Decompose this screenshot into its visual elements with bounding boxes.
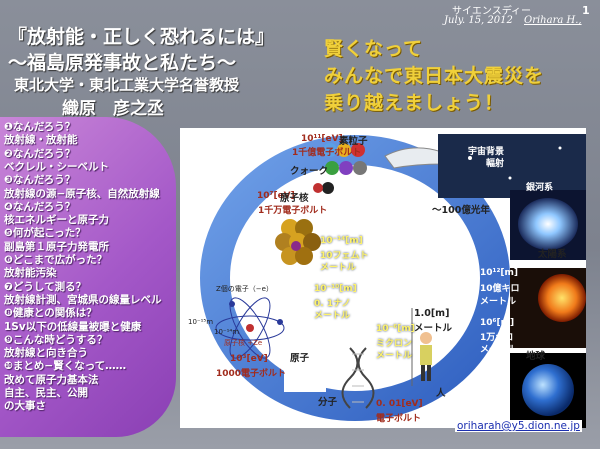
label-fm-unit: メートル — [320, 263, 357, 273]
label-side-exp: 10⁻¹⁵m — [188, 318, 214, 326]
label-radiation: 輻射 — [486, 159, 505, 169]
label-quark: クォーク — [290, 166, 329, 177]
outline-item: 放射線計測、宮城県の線量レベル — [4, 293, 162, 306]
label-atom: 原子 — [290, 353, 310, 364]
page-number: 1 — [582, 4, 590, 17]
outline-item: 1Sv以下の低線量被曝と健康 — [4, 320, 142, 333]
label-ev-3: 10³[eV] — [230, 354, 268, 364]
label-m-12-name: 10億キロ — [480, 284, 520, 294]
label-nuc-tag: 原子核 +Ze — [224, 339, 263, 347]
label-neutrino: ニュートリノ — [368, 185, 423, 195]
label-m-6: 10⁶[m] — [480, 318, 515, 328]
label-fm-exp: 10⁻¹⁴[m] — [320, 236, 363, 246]
label-galaxy: 銀河系 — [526, 183, 554, 193]
contact-email-link[interactable]: oriharah@y5.dion.ne.jp — [455, 420, 582, 432]
slogan-line1: 賢くなって — [324, 38, 424, 60]
label-earth: 地球 — [526, 351, 546, 362]
label-m-12: 10¹²[m] — [480, 268, 519, 278]
outline-item: 放射能汚染 — [4, 267, 57, 280]
author-short: Orihara H., — [524, 15, 582, 26]
label-ev-7: 10⁷[eV] — [257, 191, 295, 201]
label-sun: 太陽系 — [538, 249, 567, 260]
outline-item: 放射線・放射能 — [4, 134, 78, 147]
label-nm-unit: メートル — [314, 311, 351, 321]
author-name: 織原 彦之丞 — [62, 99, 164, 119]
label-ev-7-sub: 1千万電子ボルト — [258, 206, 328, 216]
outline-item: ❿まとめ−賢くなって…… — [4, 360, 127, 373]
event-name: サイエンスディー — [452, 6, 531, 17]
outline-item: ベクレル・シーベルト — [4, 160, 109, 173]
label-person: 人 — [436, 388, 446, 399]
label-ev-3-sub: 1000電子ボルト — [216, 369, 287, 379]
label-m-6-unit: メートル — [480, 345, 517, 355]
label-ev-002: 0. 01[eV] — [376, 399, 423, 409]
outline-item: ❾こんな時どうする？ — [4, 333, 108, 346]
label-nucleus: 原子核 — [280, 193, 309, 204]
outline-item: ❸なんだろう？ — [4, 174, 76, 187]
outline-item: 核エネルギーと原子力 — [4, 214, 109, 227]
label-cosmic-bg: 宇宙背景 — [468, 147, 505, 157]
event-date: July. 15, 2012 — [444, 15, 513, 26]
label-elementary-particle: 素粒子 — [339, 136, 368, 147]
outline-item: 放射線の源−原子核、自然放射線 — [4, 187, 160, 200]
outline-item: 副島第１原子力発電所 — [4, 240, 109, 253]
label-molecule: 分子 — [318, 397, 338, 408]
label-micron-name: ミクロン — [376, 339, 413, 349]
slogan-line3: 乗り越えましょう！ — [324, 92, 505, 114]
label-fm-name: 10フェムト — [320, 251, 369, 261]
label-one-m: 1.0[m] — [414, 308, 450, 319]
label-side-b: 10⁻¹⁴m — [214, 328, 240, 336]
outline-item: 放射線と向き合う — [4, 347, 88, 360]
title-line2: 〜福島原発事故と私たち〜 — [8, 52, 237, 74]
affiliation: 東北大学・東北工業大学名誉教授 — [14, 76, 240, 94]
label-m-12-unit: メートル — [480, 297, 517, 307]
outline-item: ❶なんだろう？ — [4, 121, 76, 133]
outline-item: ❽健康との関係は？ — [4, 307, 97, 320]
label-z-charge: Z個の電子（−e） — [216, 285, 273, 293]
outline-item: ❹なんだろう？ — [4, 200, 76, 213]
diagram-graphics — [200, 134, 586, 428]
label-ev-11: 10¹¹[eV] — [301, 134, 343, 144]
label-ev-11-sub: 1千億電子ボルト — [292, 148, 362, 158]
outline-item: の大事さ — [4, 400, 46, 413]
outline-item: 自主、民主、公開 — [4, 387, 88, 399]
label-m-6-name: 1万キロ — [480, 333, 514, 343]
label-micron-unit: メートル — [376, 351, 413, 361]
label-nm-exp: 10⁻¹⁰[m] — [314, 284, 357, 294]
label-one-m-unit: メートル — [414, 323, 453, 334]
outline-item: ❺何が起こった？ — [4, 227, 86, 240]
outline-item: ❼どうして測る？ — [4, 280, 87, 293]
label-nm-name: 0. 1ナノ — [314, 299, 351, 309]
label-ev-002-sub: 電子ボルト — [376, 414, 422, 424]
slogan-line2: みんなで東日本大震災を — [324, 65, 545, 87]
outline-item: 改めて原子力基本法 — [4, 373, 99, 386]
label-boson: ボソン — [380, 197, 408, 207]
scale-diagram: 10¹¹[eV] 素粒子 1千億電子ボルト クォーク ニュートリノ ボソン 宇宙… — [180, 128, 586, 428]
outline-item: ❻どこまで広がった？ — [4, 254, 108, 266]
outline-item: ❷なんだろう？ — [4, 147, 76, 160]
label-ly-10b: 〜100億光年 — [432, 205, 490, 216]
title-line1: 『放射能・正しく恐れるには』 — [8, 26, 275, 48]
label-micron-exp: 10⁻⁶[m] — [376, 324, 415, 334]
